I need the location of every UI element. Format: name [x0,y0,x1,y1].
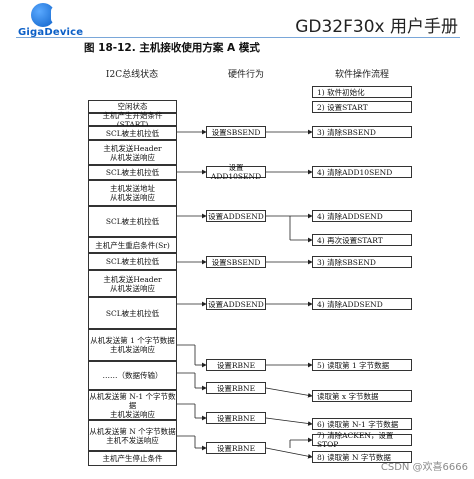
bus-state-scl-low: SCL被主机拉低 [88,126,177,140]
bus-state-scl-low: SCL被主机拉低 [88,206,177,237]
watermark: CSDN @欢喜6666 [380,462,468,473]
sw-step-clear-acken-set-stop: 7) 清除ACKEN，设置STOP [312,431,412,449]
bus-state-idle: 空闲状态 [88,100,177,113]
sw-step-clear-sbsend: 3) 清除SBSEND [312,126,412,138]
sw-step-clear-addsend: 4) 清除ADDSEND [312,298,412,310]
sw-step-set-start: 2) 设置START [312,101,412,113]
column-header-software: 软件操作流程 [334,70,389,80]
logo-text: GigaDevice [18,27,84,38]
hw-action-set-rbne: 设置RBNE [206,442,266,454]
gigadevice-logo-icon [31,3,59,27]
bus-state-scl-low: SCL被主机拉低 [88,297,177,329]
hw-action-set-addsend: 设置ADDSEND [206,210,266,222]
hw-action-set-rbne: 设置RBNE [206,359,266,371]
bus-state-restart: 主机产生重启条件(Sr) [88,237,177,253]
sw-step-clear-sbsend: 3) 清除SBSEND [312,256,412,268]
page-header: GigaDevice GD32F30x 用户手册 [0,0,474,40]
column-header-hardware: 硬件行为 [227,70,264,80]
figure-title: 图 18-12. 主机接收使用方案 A 模式 [84,42,260,54]
bus-state-data-n: 从机发送第 N 个字节数据 主机不发送响应 [88,420,177,451]
sw-step-read-byte-n-1: 6) 读取第 N-1 字节数据 [312,418,412,430]
sw-step-read-byte-x: 读取第 x 字节数据 [312,390,412,402]
bus-state-data-transfer: ……（数据传输） [88,361,177,390]
bus-state-start: 主机产生开始条件(START) [88,111,177,129]
sw-step-read-byte-n: 8) 读取第 N 字节数据 [312,451,412,463]
sw-step-clear-add10send: 4) 清除ADD10SEND [312,166,412,178]
bus-state-stop: 主机产生停止条件 [88,451,177,466]
sw-step-clear-addsend: 4) 清除ADDSEND [312,210,412,222]
bus-state-data-n-1: 从机发送第 N-1 个字节数据 主机发送响应 [88,390,177,420]
document-title: GD32F30x 用户手册 [295,17,458,37]
column-header-bus-state: I2C总线状态 [105,70,159,80]
bus-state-scl-low: SCL被主机拉低 [88,253,177,270]
sw-step-restart: 4) 再次设置START [312,234,412,246]
hw-action-set-add10send: 设置ADD10SEND [206,163,266,181]
bus-state-header: 主机发送Header 从机发送响应 [88,270,177,297]
hw-action-set-rbne: 设置RBNE [206,382,266,394]
hw-action-set-addsend: 设置ADDSEND [206,298,266,310]
bus-state-scl-low: SCL被主机拉低 [88,165,177,180]
hw-action-set-sbsend: 设置SBSEND [206,256,266,268]
hw-action-set-sbsend: 设置SBSEND [206,126,266,138]
sw-step-read-byte-1: 5) 读取第 1 字节数据 [312,359,412,371]
sw-step-init: 1) 软件初始化 [312,86,412,98]
hw-action-set-rbne: 设置RBNE [206,412,266,424]
bus-state-header: 主机发送Header 从机发送响应 [88,140,177,165]
header-rule [16,37,460,38]
bus-state-address: 主机发送地址 从机发送响应 [88,180,177,206]
bus-state-data-1: 从机发送第 1 个字节数据 主机发送响应 [88,329,177,361]
